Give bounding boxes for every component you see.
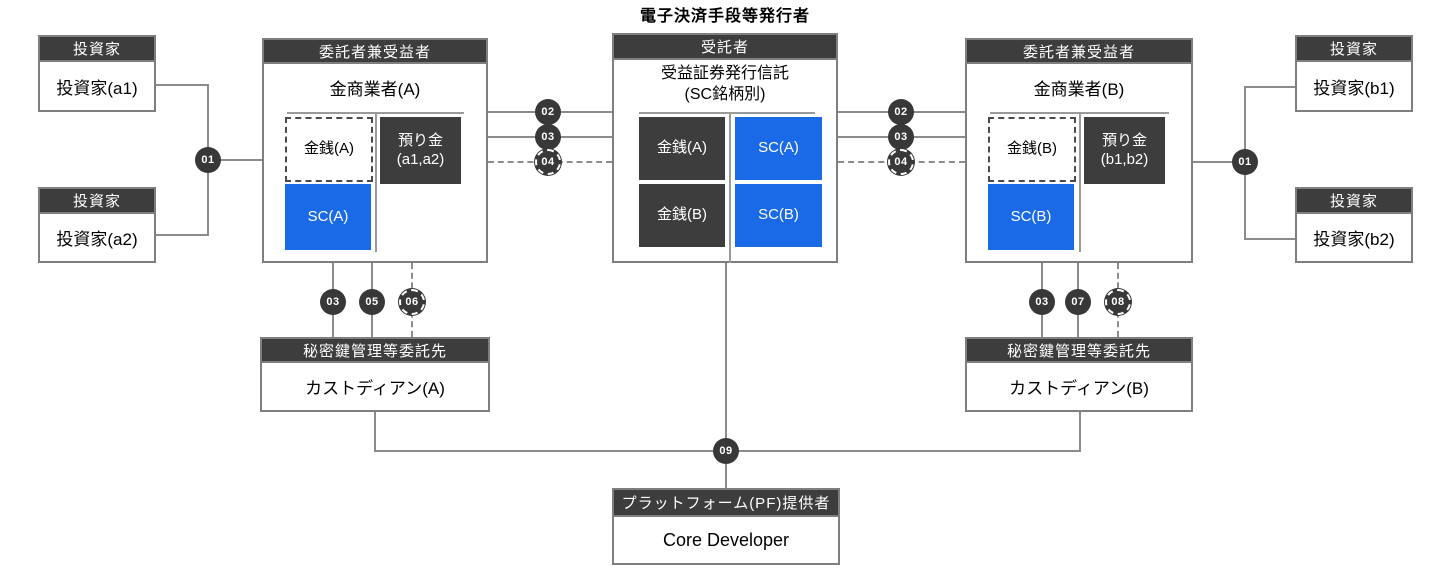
broker-b-header: 委託者兼受益者: [967, 40, 1191, 64]
connector-trustee-platform-line: [725, 263, 727, 488]
custodian-b-box: 秘密鍵管理等委託先 カストディアン(B): [965, 337, 1193, 412]
step-05-badge: 05: [359, 289, 385, 315]
custodian-b-header: 秘密鍵管理等委託先: [967, 339, 1191, 363]
investor-a2-box: 投資家 投資家(a2): [38, 187, 156, 263]
platform-label: Core Developer: [662, 529, 790, 550]
trustee-cash-b-cell: 金銭(B): [639, 184, 725, 247]
step-04-left-badge: 04: [535, 149, 561, 175]
connector-01-left-line: [208, 159, 264, 161]
trustee-header: 受託者: [614, 35, 836, 60]
custodian-a-label: カストディアン(A): [305, 379, 445, 398]
broker-a-deposit-line2: (a1,a2): [396, 150, 445, 168]
broker-b-title: 金商業者(B): [1033, 80, 1125, 99]
investor-b1-box: 投資家 投資家(b1): [1295, 35, 1413, 112]
broker-b-vdivider: [1079, 112, 1081, 252]
custodian-a-header: 秘密鍵管理等委託先: [262, 339, 488, 363]
connector-b1-line: [1245, 86, 1295, 88]
platform-header: プラットフォーム(PF)提供者: [614, 490, 838, 517]
trustee-cash-a-cell: 金銭(A): [639, 117, 725, 180]
broker-b-sc-cell: SC(B): [988, 184, 1074, 250]
broker-a-title: 金商業者(A): [329, 80, 421, 99]
broker-b-box: 委託者兼受益者 金商業者(B) 金銭(B) 預り金 (b1,b2) SC(B): [965, 38, 1193, 263]
investor-b1-header: 投資家: [1297, 37, 1411, 62]
investor-b2-box: 投資家 投資家(b2): [1295, 187, 1413, 263]
connector-b2-line: [1245, 238, 1295, 240]
trustee-title-line1: 受益証券発行信託: [660, 65, 789, 82]
connector-a2-line: [156, 234, 208, 236]
investor-a1-header: 投資家: [40, 37, 154, 62]
broker-a-sc-cell: SC(A): [285, 184, 371, 250]
step-09-badge: 09: [713, 438, 739, 464]
custodian-b-label: カストディアン(B): [1009, 379, 1149, 398]
investor-b1-label: 投資家(b1): [1313, 78, 1395, 98]
broker-a-box: 委託者兼受益者 金商業者(A) 金銭(A) 預り金 (a1,a2) SC(A): [262, 38, 488, 263]
step-01-right-badge: 01: [1232, 149, 1258, 175]
trustee-title-line2: (SC銘柄別): [684, 85, 766, 103]
step-04-right-badge: 04: [888, 149, 914, 175]
connector-a1-line: [156, 84, 208, 86]
step-03-custodian-b-badge: 03: [1029, 289, 1055, 315]
investor-a1-box: 投資家 投資家(a1): [38, 35, 156, 112]
investor-b2-header: 投資家: [1297, 189, 1411, 214]
platform-box: プラットフォーム(PF)提供者 Core Developer: [612, 488, 840, 565]
step-03-right-badge: 03: [888, 124, 914, 150]
broker-a-header: 委託者兼受益者: [264, 40, 486, 64]
broker-a-deposit-cell: 預り金 (a1,a2): [380, 117, 461, 184]
step-03-left-badge: 03: [535, 124, 561, 150]
trustee-box: 受託者 受益証券発行信託 (SC銘柄別) 金銭(A) SC(A) 金銭(B) S…: [612, 33, 838, 263]
investor-b2-label: 投資家(b2): [1313, 230, 1395, 249]
step-08-badge: 08: [1105, 289, 1131, 315]
connector-01-right-line: [1193, 161, 1245, 163]
connector-custodian-a-drop-line: [374, 412, 376, 452]
trustee-title: 受益証券発行信託 (SC銘柄別): [614, 64, 836, 106]
step-03-custodian-a-badge: 03: [320, 289, 346, 315]
investor-a2-label: 投資家(a2): [56, 230, 138, 249]
broker-b-deposit-line2: (b1,b2): [1100, 150, 1149, 168]
custodian-a-box: 秘密鍵管理等委託先 カストディアン(A): [260, 337, 490, 412]
step-01-left-badge: 01: [195, 147, 221, 173]
step-02-right-badge: 02: [888, 99, 914, 125]
step-02-left-badge: 02: [535, 99, 561, 125]
step-07-badge: 07: [1065, 289, 1091, 315]
investor-a2-header: 投資家: [40, 189, 154, 214]
broker-b-cash-cell: 金銭(B): [988, 117, 1076, 182]
broker-a-deposit-line1: 預り金: [397, 131, 443, 149]
trustee-sc-a-cell: SC(A): [735, 117, 822, 180]
trustee-sc-b-cell: SC(B): [735, 184, 822, 247]
step-06-badge: 06: [399, 289, 425, 315]
broker-b-deposit-cell: 預り金 (b1,b2): [1084, 117, 1165, 184]
broker-a-cash-cell: 金銭(A): [285, 117, 373, 182]
trustee-vdivider: [729, 112, 731, 263]
broker-b-deposit-line1: 預り金: [1101, 131, 1147, 149]
diagram-title: 電子決済手段等発行者: [639, 8, 810, 25]
investor-a1-label: 投資家(a1): [56, 78, 138, 98]
connector-custodian-b-drop-line: [1079, 412, 1081, 452]
trustee-hdivider: [639, 112, 815, 114]
broker-a-vdivider: [375, 112, 377, 252]
